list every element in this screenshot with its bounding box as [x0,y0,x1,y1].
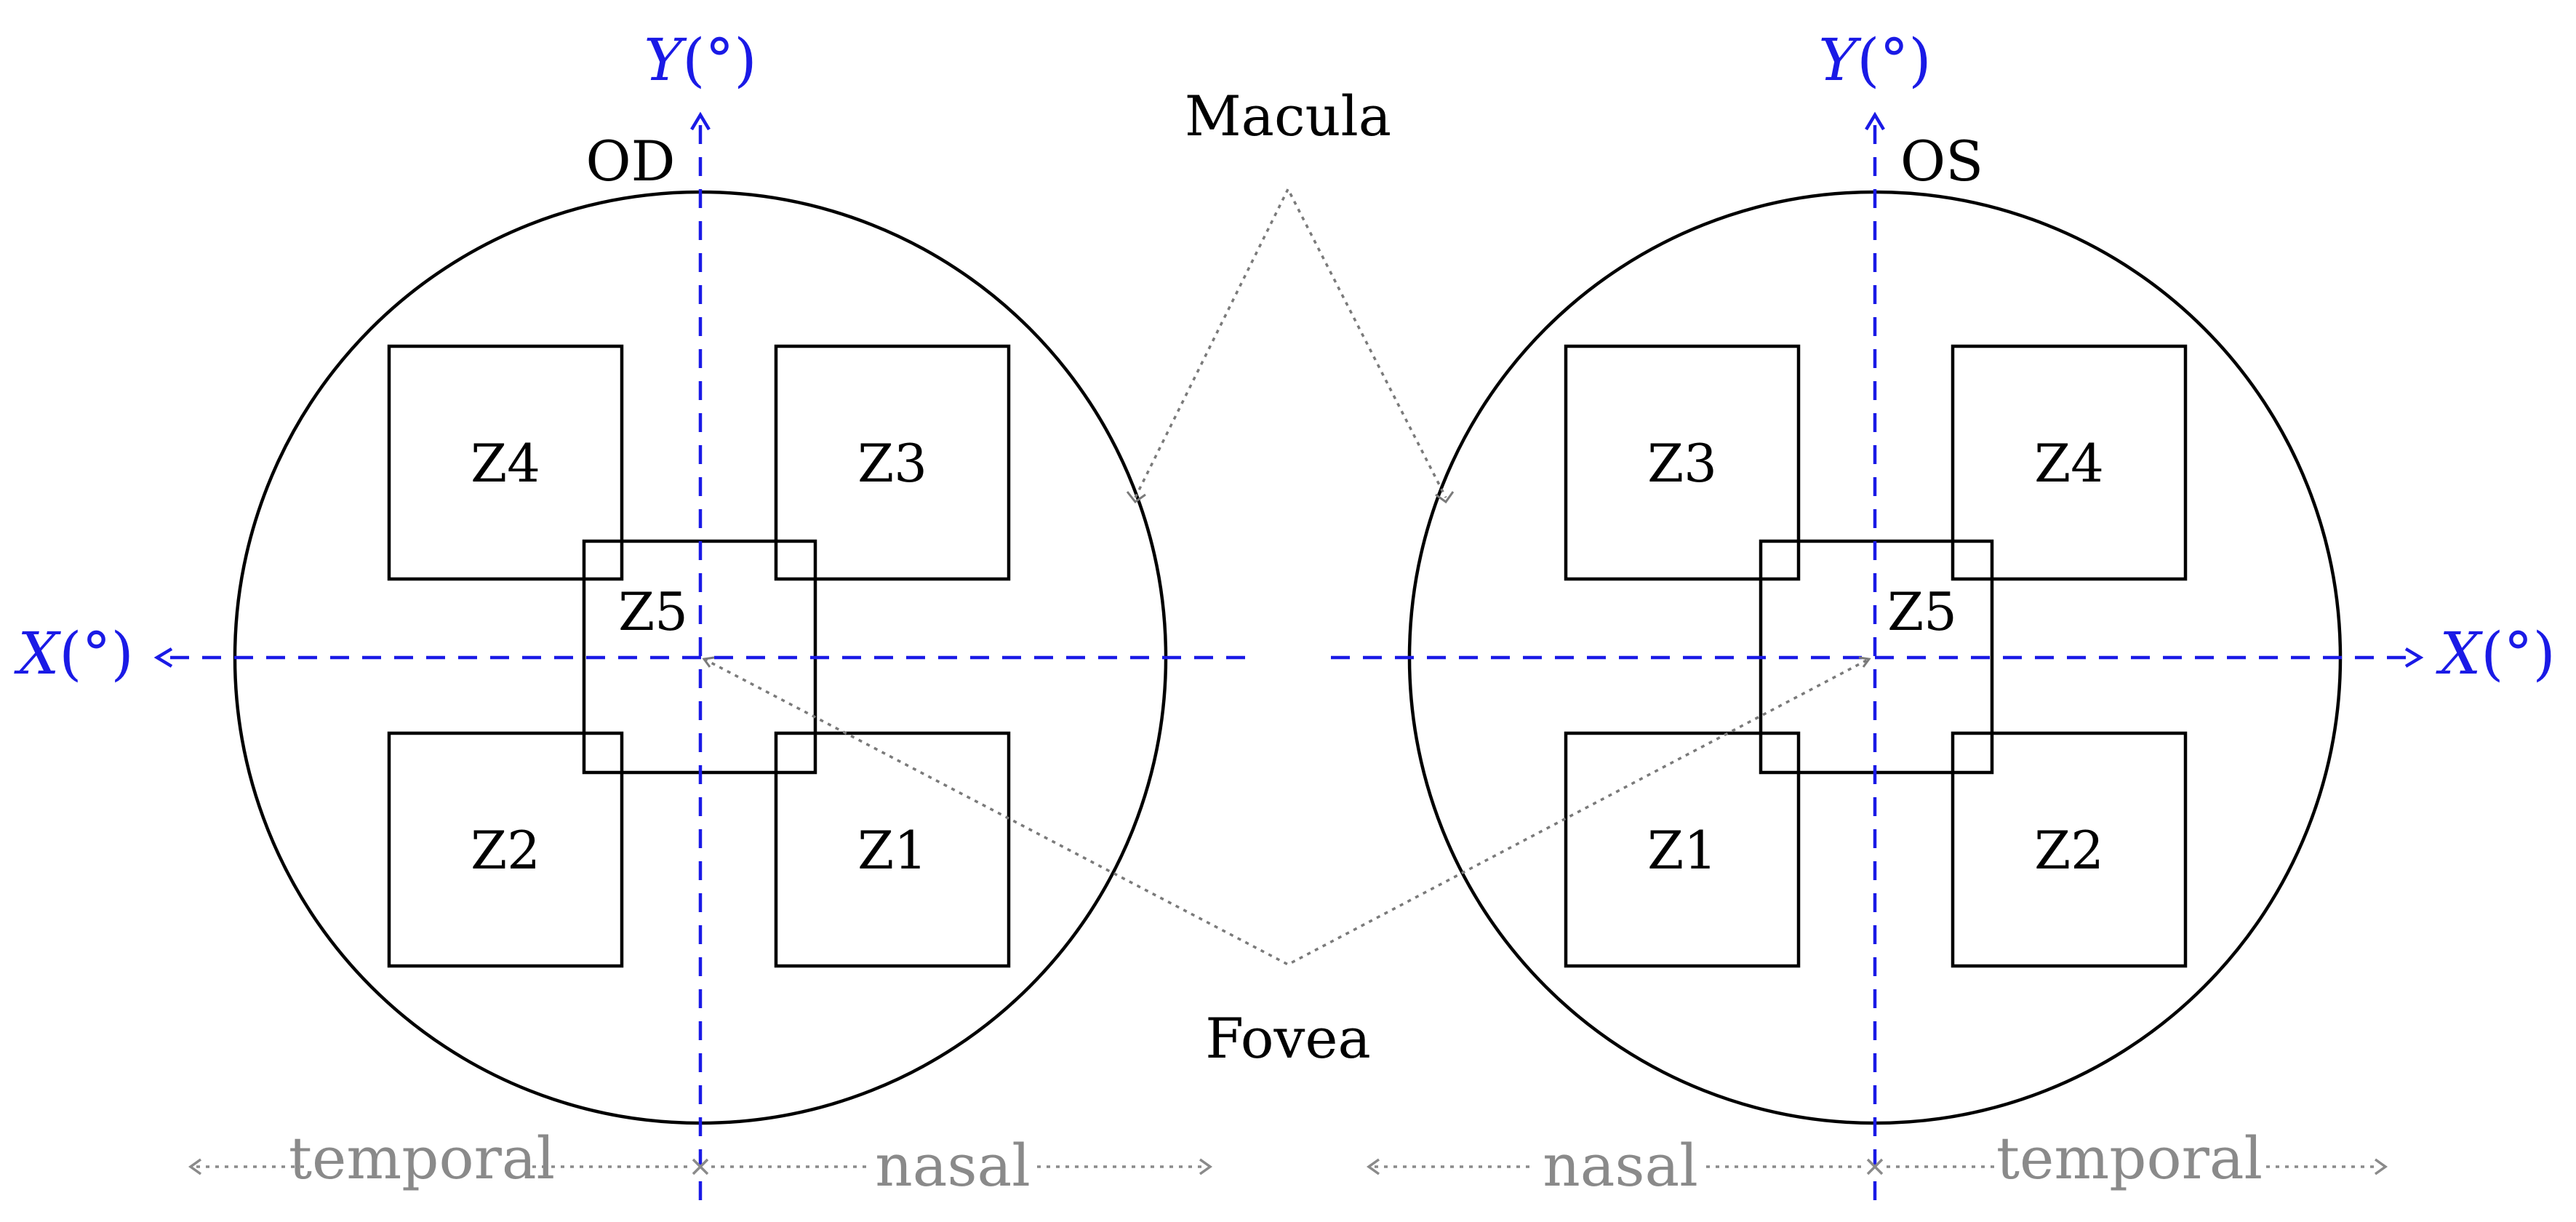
os-zone-top-right-box [1951,344,2188,581]
od-nasal-label: nasal [875,1132,1031,1199]
os-eye-label: OS [1900,129,1983,193]
macula-label: Macula [1185,84,1391,148]
od-y-axis-label: Y(°) [644,26,756,94]
od-zone-center-label: Z5 [618,581,688,642]
os-side-arrow-right [2374,1158,2388,1175]
os-zone-bottom-right-label: Z2 [2034,820,2104,881]
od-zone-top-right-label: Z3 [857,433,927,494]
os-side-arrow-left [1366,1158,1380,1175]
fovea-callout: Fovea [702,656,1871,1071]
od-side-arrow-left [188,1158,202,1175]
os-zone-bottom-right-box [1951,731,2188,968]
os-center-cross [1866,1158,1884,1175]
macula-pointer-arrowhead-right [1435,491,1455,504]
fovea-pointer-lines [703,658,1870,966]
od-eye-label: OD [585,129,675,193]
os-temporal-label: temporal [1996,1125,2263,1192]
os-eye-diagram: Z3 Z4 Z5 Z1 Z2 X(°) Y(°) OS nasal tempor… [1331,26,2556,1200]
macula-callout: Macula [1126,84,1455,504]
os-x-axis-arrowhead [2404,647,2424,668]
os-zone-bottom-left-box [1564,731,1801,968]
os-zone-top-left-label: Z3 [1647,433,1717,494]
macula-pointer-lines [1134,186,1447,498]
os-nasal-label: nasal [1543,1132,1698,1199]
od-eye-diagram: Z4 Z3 Z5 Z2 Z1 X(°) Y(°) OD temporal nas… [13,26,1245,1200]
od-center-cross [692,1158,709,1175]
fovea-pointer-arrowhead-left [702,656,715,668]
os-zone-top-left-box [1564,344,1801,581]
od-zone-bottom-right-box [774,731,1011,968]
od-zone-bottom-left-box [387,731,624,968]
fovea-pointer-arrowhead-right [1858,656,1871,668]
os-y-axis-arrowhead [1865,111,1885,131]
os-x-axis-label: X(°) [2435,620,2555,687]
os-y-axis-label: Y(°) [1818,26,1931,94]
od-side-arrow-right [1199,1158,1213,1175]
os-zone-center-label: Z5 [1887,581,1957,642]
od-zone-bottom-right-label: Z1 [857,820,927,881]
od-temporal-label: temporal [289,1125,555,1192]
od-x-axis-label: X(°) [13,620,133,687]
od-zone-top-right-box [774,344,1011,581]
od-zone-top-left-box [387,344,624,581]
macula-pointer-arrowhead-left [1126,491,1146,504]
od-zone-bottom-left-label: Z2 [471,820,540,881]
od-x-axis-arrowhead [153,647,173,668]
os-zone-bottom-left-label: Z1 [1647,820,1717,881]
od-zone-top-left-label: Z4 [471,433,540,494]
od-y-axis-arrowhead [690,111,711,131]
os-zone-top-right-label: Z4 [2034,433,2104,494]
fovea-label: Fovea [1205,1006,1371,1071]
